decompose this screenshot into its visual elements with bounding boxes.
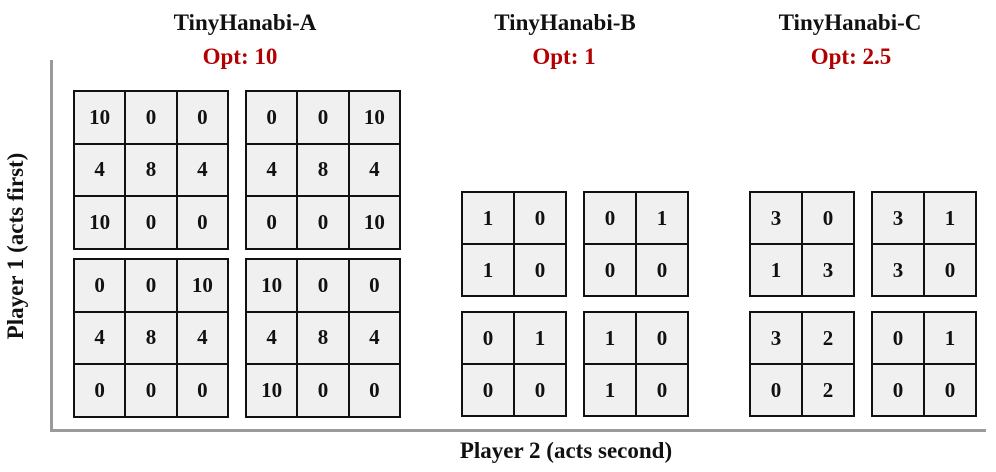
matrix-cell: 4 bbox=[75, 312, 125, 364]
matrix-cell: 4 bbox=[247, 312, 297, 364]
matrix-cell: 4 bbox=[177, 144, 227, 196]
matrix-cell: 0 bbox=[298, 92, 348, 143]
matrix-cell: 10 bbox=[177, 260, 227, 311]
matrix-cell: 2 bbox=[803, 313, 853, 363]
matrix-cell: 10 bbox=[349, 92, 399, 143]
matrix-cell: 0 bbox=[873, 365, 923, 415]
matrix-cell: 4 bbox=[349, 312, 399, 364]
matrix-cell: 10 bbox=[75, 92, 125, 143]
matrix-cell: 0 bbox=[126, 197, 176, 248]
matrix-cell: 0 bbox=[637, 313, 687, 363]
x-axis-line bbox=[50, 429, 986, 432]
matrix-cell: 1 bbox=[925, 313, 975, 363]
matrix-cell: 0 bbox=[247, 92, 297, 143]
title-game-a: TinyHanabi-A bbox=[173, 10, 317, 35]
matrix-cell: 10 bbox=[349, 197, 399, 248]
matrix-cell: 0 bbox=[515, 365, 565, 415]
matrix-cell: 0 bbox=[177, 197, 227, 248]
y-axis-line bbox=[50, 60, 53, 432]
matrix-cell: 0 bbox=[298, 260, 348, 311]
x-axis-label: Player 2 (acts second) bbox=[459, 438, 673, 463]
matrix-cell: 10 bbox=[247, 365, 297, 416]
opt-game-b: Opt: 1 bbox=[532, 44, 596, 69]
matrix-cell: 1 bbox=[585, 365, 635, 415]
matrix-cell: 0 bbox=[177, 365, 227, 416]
matrix-cell: 1 bbox=[585, 313, 635, 363]
matrix-cell: 0 bbox=[463, 365, 513, 415]
matrix-cell: 0 bbox=[126, 365, 176, 416]
matrix-cell: 0 bbox=[873, 313, 923, 363]
matrix-cell: 3 bbox=[873, 193, 923, 243]
matrix-cell: 2 bbox=[803, 365, 853, 415]
matrix-cell: 0 bbox=[126, 260, 176, 311]
matrix-cell: 0 bbox=[177, 92, 227, 143]
matrix-cell: 0 bbox=[349, 365, 399, 416]
matrix-cell: 3 bbox=[751, 193, 801, 243]
matrix-cell: 1 bbox=[925, 193, 975, 243]
matrix-cell: 0 bbox=[515, 193, 565, 243]
matrix-cell: 0 bbox=[637, 245, 687, 295]
matrix-cell: 0 bbox=[585, 193, 635, 243]
matrix-cell: 8 bbox=[298, 144, 348, 196]
matrix-cell: 1 bbox=[751, 245, 801, 295]
matrix-cell: 3 bbox=[873, 245, 923, 295]
matrix-cell: 1 bbox=[515, 313, 565, 363]
matrix-cell: 8 bbox=[126, 312, 176, 364]
matrix-cell: 8 bbox=[126, 144, 176, 196]
y-axis-label: Player 1 (acts first) bbox=[3, 152, 28, 340]
matrix-cell: 0 bbox=[925, 245, 975, 295]
matrix-cell: 0 bbox=[126, 92, 176, 143]
matrix-cell: 8 bbox=[298, 312, 348, 364]
title-game-b: TinyHanabi-B bbox=[494, 10, 636, 35]
matrix-cell: 0 bbox=[298, 365, 348, 416]
matrix-cell: 0 bbox=[515, 245, 565, 295]
title-game-c: TinyHanabi-C bbox=[778, 10, 922, 35]
matrix-cell: 0 bbox=[75, 365, 125, 416]
matrix-cell: 4 bbox=[177, 312, 227, 364]
matrix-cell: 0 bbox=[247, 197, 297, 248]
matrix-cell: 1 bbox=[463, 193, 513, 243]
opt-game-c: Opt: 2.5 bbox=[810, 44, 892, 69]
matrix-cell: 3 bbox=[803, 245, 853, 295]
matrix-cell: 0 bbox=[803, 193, 853, 243]
matrix-cell: 0 bbox=[75, 260, 125, 311]
matrix-cell: 1 bbox=[637, 193, 687, 243]
matrix-cell: 0 bbox=[925, 365, 975, 415]
matrix-cell: 10 bbox=[247, 260, 297, 311]
matrix-cell: 10 bbox=[75, 197, 125, 248]
matrix-cell: 0 bbox=[298, 197, 348, 248]
matrix-cell: 4 bbox=[75, 144, 125, 196]
matrix-cell: 1 bbox=[463, 245, 513, 295]
matrix-cell: 0 bbox=[751, 365, 801, 415]
matrix-cell: 0 bbox=[637, 365, 687, 415]
matrix-cell: 0 bbox=[585, 245, 635, 295]
matrix-cell: 4 bbox=[349, 144, 399, 196]
matrix-cell: 4 bbox=[247, 144, 297, 196]
opt-game-a: Opt: 10 bbox=[202, 44, 278, 69]
matrix-cell: 0 bbox=[349, 260, 399, 311]
matrix-cell: 3 bbox=[751, 313, 801, 363]
matrix-cell: 0 bbox=[463, 313, 513, 363]
